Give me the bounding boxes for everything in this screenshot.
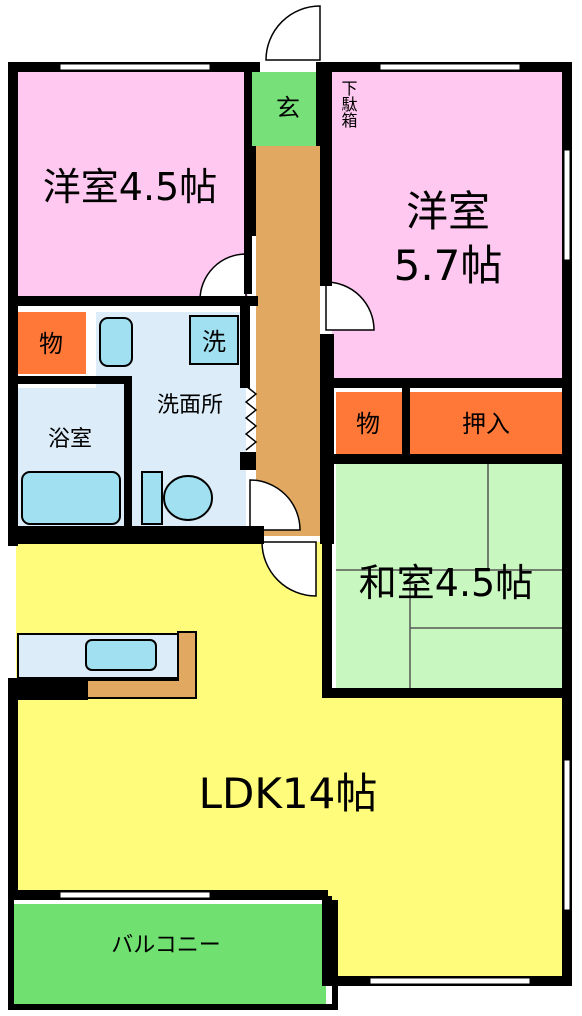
ldk-label: LDK14帖	[199, 769, 378, 818]
entrance-label: 玄	[276, 94, 300, 122]
windows	[59, 63, 571, 985]
western-room-1	[14, 70, 248, 298]
storage-right-label: 物	[356, 410, 380, 438]
storage-right-area	[336, 392, 402, 454]
western-room-2-label-line1: 洋室	[406, 187, 490, 236]
japanese-room	[336, 462, 562, 688]
entrance-area	[252, 72, 326, 150]
washer-label: 洗	[202, 328, 226, 356]
bathroom-label: 浴室	[48, 427, 92, 452]
toilet	[141, 471, 213, 525]
closet-area	[410, 392, 562, 454]
balcony-area	[14, 904, 326, 1004]
door-swings	[199, 5, 375, 597]
western-room-1-label: 洋室4.5帖	[43, 165, 217, 209]
washbasin	[99, 317, 133, 367]
bathtub	[21, 471, 121, 525]
tatami-lines	[336, 462, 562, 688]
closet-label: 押入	[462, 410, 510, 438]
shoe-storage-label: 下駄箱	[339, 80, 358, 128]
storage-left-label: 物	[39, 330, 63, 358]
corridor	[256, 146, 320, 536]
washroom-label: 洗面所	[157, 393, 223, 418]
accordion-door	[244, 385, 258, 451]
western-room-2-label-line2: 5.7帖	[394, 241, 503, 290]
balcony-label: バルコニー	[111, 933, 221, 958]
kitchen-sink	[85, 639, 157, 671]
japanese-room-label: 和室4.5帖	[359, 561, 533, 605]
washer-pan	[189, 315, 239, 365]
storage-left-area	[16, 312, 86, 374]
